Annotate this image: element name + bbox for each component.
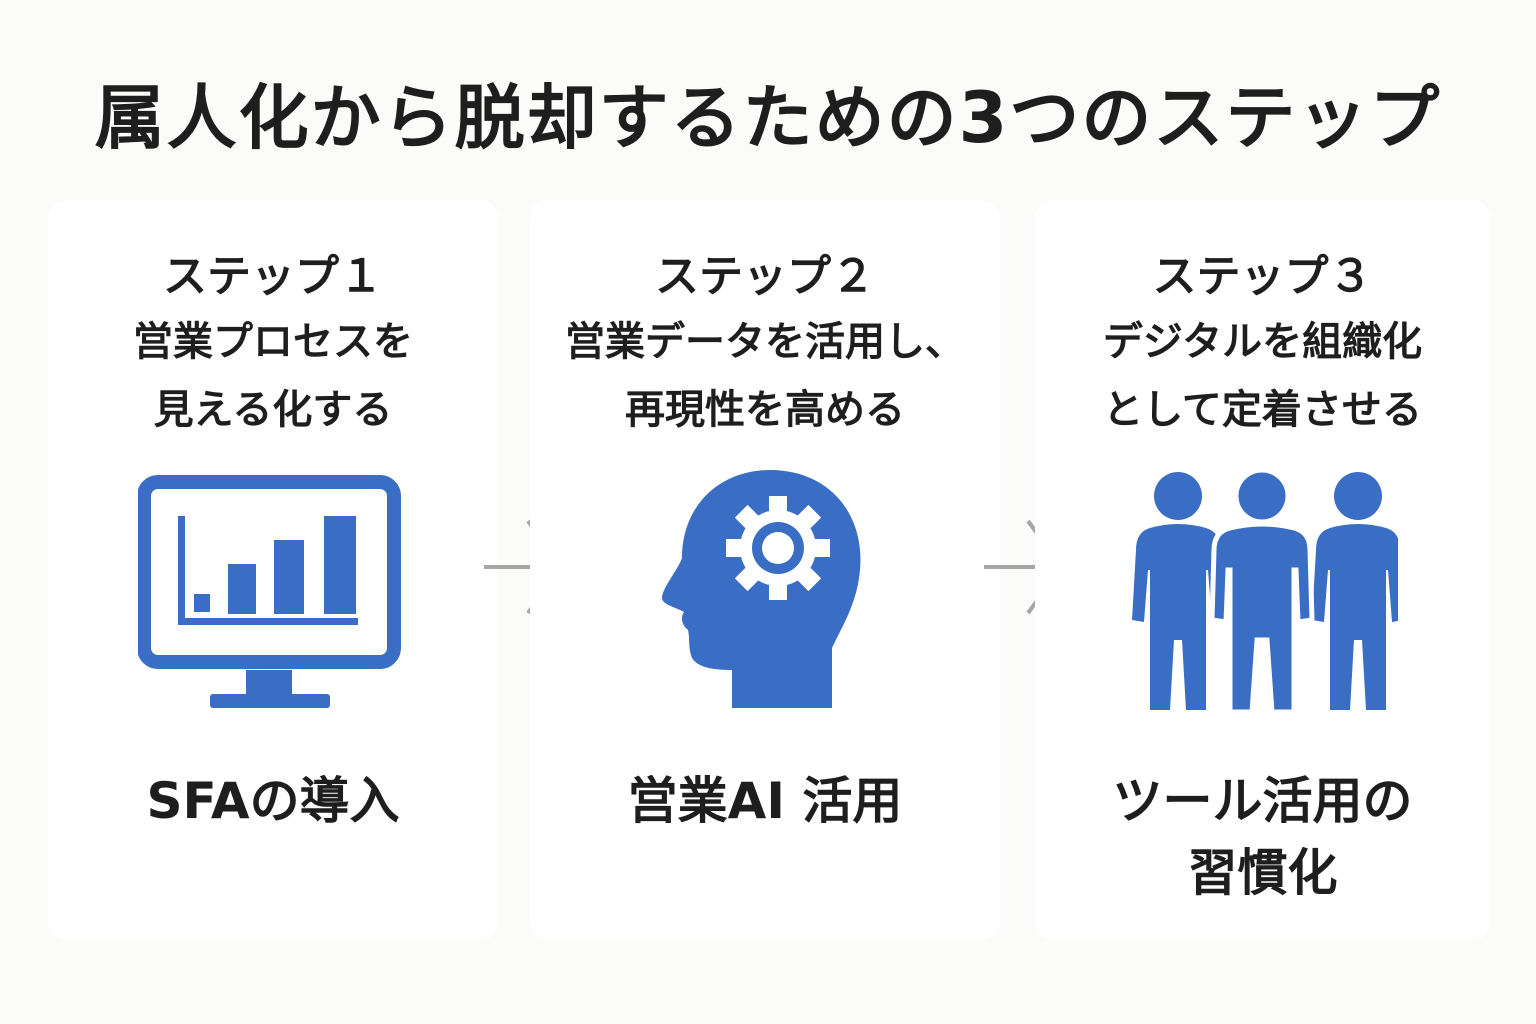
step-card-1: ステップ１ 営業プロセスを 見える化する SFAの導入 — [48, 200, 498, 940]
step-heading: ステップ２ — [655, 251, 875, 302]
step-description: 営業データを活用し、 再現性を高める — [530, 308, 1000, 444]
step-heading: ステップ３ — [1152, 251, 1373, 302]
step-card-2: ステップ２ 営業データを活用し、 再現性を高める 営業AI 活用 — [530, 200, 1000, 940]
step-description: 営業プロセスを 見える化する — [48, 308, 498, 444]
step-label: SFAの導入 — [48, 765, 498, 837]
label-line: ツール活用の — [1112, 772, 1413, 830]
step-label: 営業AI 活用 — [530, 765, 1000, 837]
people-group-icon — [1131, 470, 1398, 715]
step-description: デジタルを組織化 として定着させる — [1035, 308, 1490, 444]
label-line: 習慣化 — [1187, 844, 1338, 902]
step-card-3: ステップ３ デジタルを組織化 として定着させる ツール活用の 習慣化 — [1035, 200, 1490, 940]
desc-line: 見える化する — [153, 387, 393, 433]
page-title: 属人化から脱却するための3つのステップ — [94, 77, 1442, 159]
desc-line: として定着させる — [1103, 387, 1422, 433]
label-line: 営業AI 活用 — [627, 772, 903, 830]
desc-line: 営業プロセスを — [133, 319, 413, 365]
monitor-bar-chart-icon — [138, 475, 401, 708]
step-heading: ステップ１ — [163, 251, 383, 302]
step-label: ツール活用の 習慣化 — [1035, 765, 1490, 909]
head-gear-icon — [662, 470, 861, 708]
desc-line: 営業データを活用し、 — [565, 319, 965, 365]
desc-line: 再現性を高める — [625, 387, 905, 433]
desc-line: デジタルを組織化 — [1102, 319, 1423, 365]
label-line: SFAの導入 — [146, 772, 400, 830]
